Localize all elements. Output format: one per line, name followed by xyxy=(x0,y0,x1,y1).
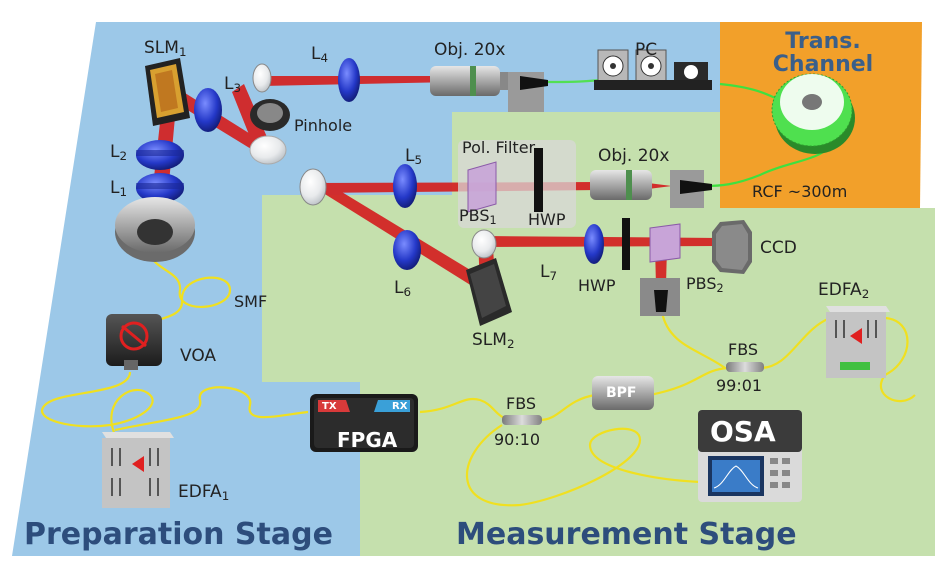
l2-label: L2 xyxy=(110,142,128,163)
rx-label: RX xyxy=(392,401,408,412)
fiber-fbs-bpf xyxy=(539,393,596,422)
pinhole-label: Pinhole xyxy=(294,116,353,135)
pbs2-cube xyxy=(649,223,681,263)
pc-label: PC xyxy=(635,40,658,60)
osa-label: OSA xyxy=(710,415,776,448)
hwp1-label: HWP xyxy=(528,210,566,229)
pbs1-label: PBS1 xyxy=(459,206,497,227)
slm1-device xyxy=(145,58,190,126)
mirror-3 xyxy=(471,229,497,259)
measurement-stage-title: Measurement Stage xyxy=(456,517,797,552)
fbs-left-label: FBS xyxy=(506,394,537,413)
fiber-mount-mid xyxy=(670,170,712,208)
voa-label: VOA xyxy=(180,346,217,366)
fiber-edfa1-fpga xyxy=(114,386,309,432)
fiber-slm1-smf xyxy=(146,249,232,326)
hwp2-label: HWP xyxy=(578,276,616,295)
edfa2-device xyxy=(826,306,890,378)
fiber-coupler-1 xyxy=(115,197,195,262)
fiber-ccd-fbs2 xyxy=(660,311,726,369)
tx-label: TX xyxy=(322,401,337,412)
fbs-right xyxy=(726,362,764,372)
fbs-left xyxy=(502,415,542,425)
rcf-spool xyxy=(771,73,855,154)
edfa1-device xyxy=(102,432,174,508)
fiber-voa-edfa1 xyxy=(41,371,154,436)
l7-label: L7 xyxy=(540,262,558,283)
fiber-mount-top xyxy=(508,72,548,112)
lens-l1 xyxy=(136,173,184,203)
obj-top-label: Obj. 20x xyxy=(434,40,506,60)
fpga-device xyxy=(310,394,418,452)
preparation-region xyxy=(12,22,720,556)
edfa1-label: EDFA1 xyxy=(178,482,230,503)
fbs-right-label: FBS xyxy=(728,340,759,359)
slm2-label: SLM2 xyxy=(472,330,515,351)
bpf-device xyxy=(592,376,654,410)
fiber-fbs2-edfa2 xyxy=(759,316,831,370)
trans-channel-title: Trans. Channel xyxy=(728,30,918,76)
objective-mid xyxy=(590,170,652,200)
polarization-controller xyxy=(594,49,712,90)
lens-l6 xyxy=(393,230,421,270)
fiber-bpf-fbs2 xyxy=(649,366,729,397)
fiber-mount-ccd xyxy=(640,278,680,316)
bpf-label: BPF xyxy=(606,385,637,401)
trans-title-line2: Channel xyxy=(772,52,874,78)
lens-l3 xyxy=(194,88,222,132)
ccd-camera xyxy=(712,220,752,274)
slm2-device xyxy=(466,258,512,326)
mirror-1 xyxy=(249,135,287,165)
slm1-label: SLM1 xyxy=(144,38,187,59)
fpga-label: FPGA xyxy=(337,428,398,452)
fiber-fbs-osa xyxy=(466,424,701,507)
lens-l7 xyxy=(584,224,604,264)
voa-device xyxy=(106,314,162,370)
osa-device xyxy=(698,410,802,502)
edfa2-label: EDFA2 xyxy=(818,280,870,301)
rcf-label: RCF ~300m xyxy=(752,182,848,201)
pbs2-label: PBS2 xyxy=(686,274,724,295)
obj-mid-label: Obj. 20x xyxy=(598,146,670,166)
pinhole-device xyxy=(250,63,290,131)
l6-label: L6 xyxy=(394,278,412,299)
pol-filter-label: Pol. Filter xyxy=(462,138,536,157)
l3-label: L3 xyxy=(224,74,242,95)
lens-l2 xyxy=(136,140,184,170)
pol-filter-box xyxy=(458,140,576,228)
fbs-right-ratio: 99:01 xyxy=(716,376,763,395)
l5-label: L5 xyxy=(405,146,423,167)
hwp-2 xyxy=(622,218,630,270)
fbs-left-ratio: 90:10 xyxy=(494,430,541,449)
ccd-label: CCD xyxy=(760,238,797,258)
fiber-fpga-fbs xyxy=(419,397,513,422)
lens-l5 xyxy=(393,164,417,208)
l1-label: L1 xyxy=(110,178,128,199)
preparation-stage-title: Preparation Stage xyxy=(24,517,333,552)
l4-label: L4 xyxy=(311,44,329,65)
mirror-2 xyxy=(299,168,327,206)
smf-label: SMF xyxy=(234,292,268,311)
trans-title-line1: Trans. xyxy=(785,29,861,54)
lens-l4 xyxy=(338,58,360,102)
